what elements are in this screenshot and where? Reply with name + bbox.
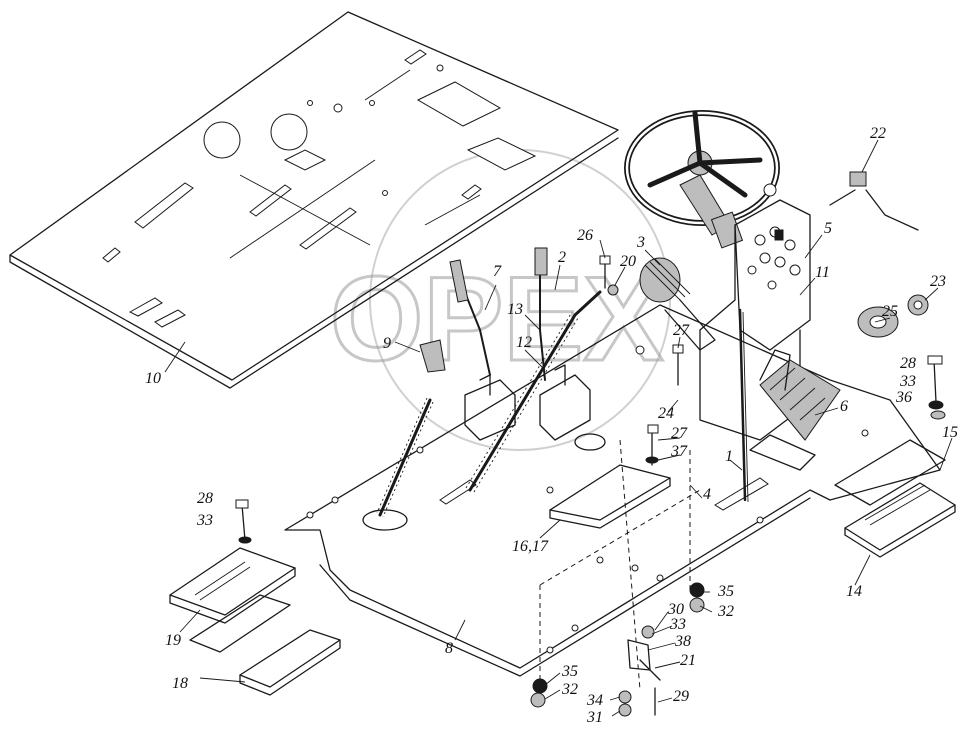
callout-33-bottom: 33 — [669, 616, 686, 633]
callout-31: 31 — [586, 709, 603, 726]
callout-33-left: 33 — [196, 512, 213, 529]
callout-23: 23 — [930, 273, 946, 290]
callout-19: 19 — [165, 632, 181, 649]
callout-33-right: 33 — [899, 373, 916, 390]
callout-7: 7 — [493, 263, 502, 280]
callout-8: 8 — [445, 640, 453, 657]
watermark-text: OPEX — [330, 252, 663, 386]
callout-13: 13 — [507, 301, 523, 318]
callout-37: 37 — [670, 443, 688, 460]
callout-5: 5 — [824, 220, 832, 237]
callout-24: 24 — [658, 405, 674, 422]
callout-21: 21 — [680, 652, 696, 669]
callout-2: 2 — [558, 249, 566, 266]
callout-28-left: 28 — [197, 490, 213, 507]
callout-labels: 10 7 2 26 3 20 13 12 9 27 24 27 37 22 5 … — [145, 125, 958, 726]
callout-35-right: 35 — [717, 583, 734, 600]
watermark: OPEX — [329, 149, 671, 451]
callout-26: 26 — [577, 227, 593, 244]
steering-wheel — [624, 110, 780, 249]
boot-assembly — [639, 257, 716, 351]
callout-6: 6 — [840, 398, 848, 415]
levers — [362, 247, 749, 531]
pedestal-housing — [699, 199, 811, 441]
callout-22: 22 — [870, 125, 886, 142]
callout-27-mid: 27 — [671, 425, 688, 442]
callout-18: 18 — [172, 675, 188, 692]
callout-27-top: 27 — [673, 322, 690, 339]
callout-14: 14 — [846, 583, 862, 600]
callout-16-17: 16,17 — [512, 538, 549, 555]
callout-11: 11 — [815, 264, 830, 281]
callout-29: 29 — [673, 688, 689, 705]
callout-15: 15 — [942, 424, 958, 441]
callout-10: 10 — [145, 370, 161, 387]
callout-12: 12 — [516, 334, 532, 351]
callout-20: 20 — [620, 253, 636, 270]
callout-28-right: 28 — [900, 355, 916, 372]
bracket — [549, 464, 671, 529]
callout-32-bottom: 32 — [561, 681, 578, 698]
callout-30: 30 — [667, 601, 684, 618]
right-footpads — [834, 439, 956, 558]
callout-4: 4 — [703, 486, 711, 503]
brake-pedal — [749, 349, 841, 471]
callout-35-bottom: 35 — [561, 663, 578, 680]
left-footpads — [169, 547, 341, 696]
callout-9: 9 — [383, 335, 391, 352]
leader-lines — [164, 139, 953, 717]
callout-34: 34 — [586, 692, 603, 709]
upper-floor-plate — [9, 11, 619, 389]
fasteners — [235, 171, 946, 717]
callout-32-right: 32 — [717, 603, 734, 620]
callout-38: 38 — [674, 633, 691, 650]
callout-36: 36 — [895, 389, 912, 406]
callout-3: 3 — [636, 234, 645, 251]
callout-1: 1 — [725, 448, 733, 465]
callout-25: 25 — [882, 303, 898, 320]
